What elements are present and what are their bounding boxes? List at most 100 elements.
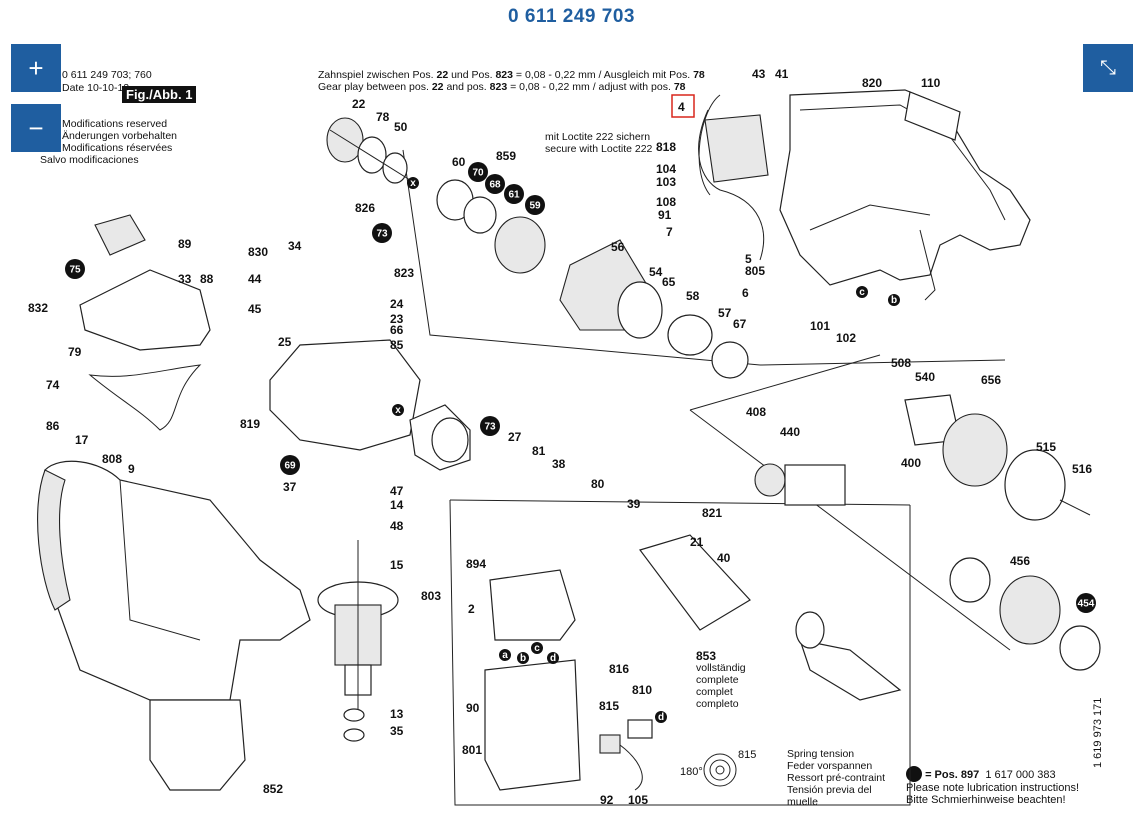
part-label-14[interactable]: 14 xyxy=(390,498,404,512)
part-label-440[interactable]: 440 xyxy=(780,425,800,439)
part-label-5[interactable]: 5 xyxy=(745,252,752,266)
part-label-408[interactable]: 408 xyxy=(746,405,766,419)
part-label-815[interactable]: 815 xyxy=(599,699,619,713)
part-label-2[interactable]: 2 xyxy=(468,602,475,616)
part-label-79[interactable]: 79 xyxy=(68,345,82,359)
part-label-821[interactable]: 821 xyxy=(702,506,722,520)
lubrication-marker-61[interactable]: 61 xyxy=(504,184,524,204)
part-label-516[interactable]: 516 xyxy=(1072,462,1092,476)
part-label-92[interactable]: 92 xyxy=(600,793,614,807)
part-label-508[interactable]: 508 xyxy=(891,356,911,370)
part-label-540[interactable]: 540 xyxy=(915,370,935,384)
part-label-810[interactable]: 810 xyxy=(632,683,652,697)
part-label-78[interactable]: 78 xyxy=(376,110,390,124)
part-label-820[interactable]: 820 xyxy=(862,76,882,90)
part-label-74[interactable]: 74 xyxy=(46,378,60,392)
part-label-13[interactable]: 13 xyxy=(390,707,404,721)
part-label-24[interactable]: 24 xyxy=(390,297,404,311)
part-label-90[interactable]: 90 xyxy=(466,701,480,715)
zoom-in-button[interactable]: + xyxy=(11,44,61,92)
handle-housing xyxy=(37,460,311,791)
connection-marker-c-2: c xyxy=(531,642,543,654)
part-label-44[interactable]: 44 xyxy=(248,272,262,286)
part-label-816[interactable]: 816 xyxy=(609,662,629,676)
part-label-45[interactable]: 45 xyxy=(248,302,262,316)
part-label-852[interactable]: 852 xyxy=(263,782,283,796)
part-label-102[interactable]: 102 xyxy=(836,331,856,345)
lubrication-marker-73[interactable]: 73 xyxy=(372,223,392,243)
part-label-104[interactable]: 104 xyxy=(656,162,676,176)
part-label-66[interactable]: 66 xyxy=(390,323,404,337)
part-label-808[interactable]: 808 xyxy=(102,452,122,466)
part-label-89[interactable]: 89 xyxy=(178,237,192,251)
part-label-54[interactable]: 54 xyxy=(649,265,663,279)
part-label-33[interactable]: 33 xyxy=(178,272,192,286)
part-label-38[interactable]: 38 xyxy=(552,457,566,471)
part-label-805[interactable]: 805 xyxy=(745,264,765,278)
modifications-fr: Modifications réservées xyxy=(62,142,173,154)
part-label-101[interactable]: 101 xyxy=(810,319,830,333)
highlighted-part-4[interactable]: 4 xyxy=(671,94,695,118)
part-label-803[interactable]: 803 xyxy=(421,589,441,603)
part-label-9[interactable]: 9 xyxy=(128,462,135,476)
part-label-17[interactable]: 17 xyxy=(75,433,89,447)
part-label-47[interactable]: 47 xyxy=(390,484,404,498)
part-label-50[interactable]: 50 xyxy=(394,120,408,134)
part-label-515[interactable]: 515 xyxy=(1036,440,1056,454)
part-label-21[interactable]: 21 xyxy=(690,535,704,549)
part-label-22[interactable]: 22 xyxy=(352,97,366,111)
part-label-86[interactable]: 86 xyxy=(46,419,60,433)
part-label-58[interactable]: 58 xyxy=(686,289,700,303)
part-label-859[interactable]: 859 xyxy=(496,149,516,163)
part-label-826[interactable]: 826 xyxy=(355,201,375,215)
part-label-67[interactable]: 67 xyxy=(733,317,747,331)
part-label-832[interactable]: 832 xyxy=(28,301,48,315)
part-label-27[interactable]: 27 xyxy=(508,430,522,444)
zoom-out-button[interactable]: − xyxy=(11,104,61,152)
lubrication-marker-454[interactable]: 454 xyxy=(1076,593,1096,613)
part-label-43[interactable]: 43 xyxy=(752,67,766,81)
lubrication-marker-70[interactable]: 70 xyxy=(468,162,488,182)
part-label-819[interactable]: 819 xyxy=(240,417,260,431)
part-label-41[interactable]: 41 xyxy=(775,67,789,81)
part-label-801[interactable]: 801 xyxy=(462,743,482,757)
part-label-105[interactable]: 105 xyxy=(628,793,648,807)
part-label-60[interactable]: 60 xyxy=(452,155,466,169)
fullscreen-button[interactable]: ⤡ xyxy=(1083,44,1133,92)
part-label-894[interactable]: 894 xyxy=(466,557,486,571)
part-label-56[interactable]: 56 xyxy=(611,240,625,254)
part-label-39[interactable]: 39 xyxy=(627,497,641,511)
part-label-656[interactable]: 656 xyxy=(981,373,1001,387)
part-label-81[interactable]: 81 xyxy=(532,444,546,458)
part-label-6[interactable]: 6 xyxy=(742,286,749,300)
part-label-830[interactable]: 830 xyxy=(248,245,268,259)
part-label-25[interactable]: 25 xyxy=(278,335,292,349)
part-label-57[interactable]: 57 xyxy=(718,306,732,320)
lubrication-marker-69[interactable]: 69 xyxy=(280,455,300,475)
lubrication-marker-59[interactable]: 59 xyxy=(525,195,545,215)
part-label-456[interactable]: 456 xyxy=(1010,554,1030,568)
part-label-823[interactable]: 823 xyxy=(394,266,414,280)
part-label-818[interactable]: 818 xyxy=(656,140,676,154)
lubrication-marker-75[interactable]: 75 xyxy=(65,259,85,279)
part-label-37[interactable]: 37 xyxy=(283,480,297,494)
part-label-34[interactable]: 34 xyxy=(288,239,302,253)
part-label-91[interactable]: 91 xyxy=(658,208,672,222)
part-label-400[interactable]: 400 xyxy=(901,456,921,470)
part-label-85[interactable]: 85 xyxy=(390,338,404,352)
part-label-35[interactable]: 35 xyxy=(390,724,404,738)
modifications-en: Modifications reserved xyxy=(62,118,168,130)
part-label-80[interactable]: 80 xyxy=(591,477,605,491)
part-label-7[interactable]: 7 xyxy=(666,225,673,239)
part-label-108[interactable]: 108 xyxy=(656,195,676,209)
part-label-110[interactable]: 110 xyxy=(921,76,941,90)
lubrication-marker-68[interactable]: 68 xyxy=(485,174,505,194)
part-label-103[interactable]: 103 xyxy=(656,175,676,189)
part-label-48[interactable]: 48 xyxy=(390,519,404,533)
lubrication-marker-73[interactable]: 73 xyxy=(480,416,500,436)
part-label-40[interactable]: 40 xyxy=(717,551,731,565)
part-label-65[interactable]: 65 xyxy=(662,275,676,289)
part-label-23[interactable]: 23 xyxy=(390,312,404,326)
part-label-88[interactable]: 88 xyxy=(200,272,214,286)
part-label-15[interactable]: 15 xyxy=(390,558,404,572)
